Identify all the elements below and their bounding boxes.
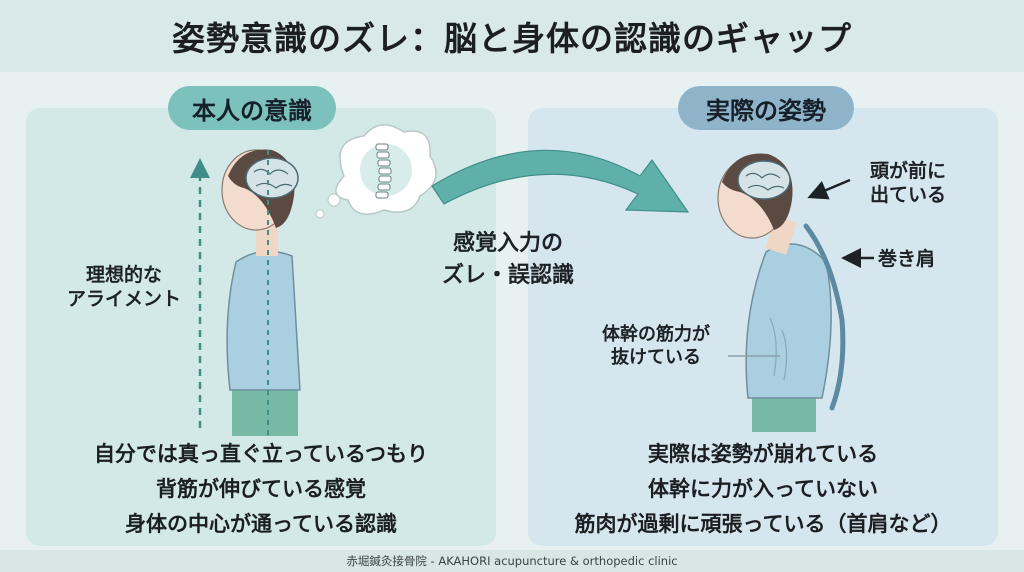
left-caption-3: 身体の中心が通っている認識 — [125, 512, 397, 536]
thought-bubble — [315, 124, 437, 219]
spine-icon — [375, 143, 392, 199]
upright-figure — [221, 149, 301, 436]
head-pointer-arrow — [807, 178, 851, 200]
ideal-alignment-line-2: アライメント — [66, 287, 181, 310]
brain-icon — [245, 157, 299, 199]
ideal-alignment-label: 理想的な アライメント — [60, 264, 188, 312]
head-forward-label: 頭が前に 出ている — [856, 160, 960, 208]
right-heading-pill: 実際の姿勢 — [678, 86, 854, 130]
core-weak-line-1: 体幹の筋力が — [602, 324, 710, 345]
right-caption-3: 筋肉が過剰に頑張っている（首肩など） — [574, 512, 952, 536]
title-band: 姿勢意識のズレ：脳と身体の認識のギャップ — [0, 0, 1024, 72]
core-weak-line-2: 抜けている — [611, 346, 701, 368]
head-forward-line-1: 頭が前に — [869, 160, 946, 182]
ideal-alignment-line-1: 理想的な — [85, 264, 162, 286]
left-heading-pill: 本人の意識 — [168, 86, 336, 130]
right-caption-2: 体幹に力が入っていない — [648, 477, 878, 501]
sensory-gap-line-1: 感覚入力の — [452, 231, 563, 256]
core-weak-label: 体幹の筋力が 抜けている — [586, 324, 726, 369]
slouched-figure — [717, 153, 846, 432]
brain-icon — [737, 160, 791, 200]
head-forward-line-2: 出ている — [869, 183, 946, 206]
curved-transition-arrow — [431, 149, 690, 213]
sensory-gap-line-2: ズレ・誤認識 — [441, 262, 574, 288]
left-caption-1: 自分では真っ直ぐ立っているつもり — [93, 442, 429, 466]
sensory-gap-label: 感覚入力の ズレ・誤認識 — [408, 228, 608, 292]
footer: 赤堀鍼灸接骨院 - AKAHORI acupuncture & orthoped… — [0, 550, 1024, 572]
right-captions: 実際は姿勢が崩れている 体幹に力が入っていない 筋肉が過剰に頑張っている（首肩な… — [528, 437, 998, 542]
rounded-shoulder-label: 巻き肩 — [878, 248, 936, 270]
left-caption-2: 背筋が伸びている感覚 — [156, 477, 366, 501]
left-captions: 自分では真っ直ぐ立っているつもり 背筋が伸びている感覚 身体の中心が通っている認… — [26, 437, 496, 542]
right-caption-1: 実際は姿勢が崩れている — [647, 442, 879, 466]
page-title: 姿勢意識のズレ：脳と身体の認識のギャップ — [172, 19, 852, 58]
footer-text: 赤堀鍼灸接骨院 - AKAHORI acupuncture & orthoped… — [346, 554, 678, 568]
